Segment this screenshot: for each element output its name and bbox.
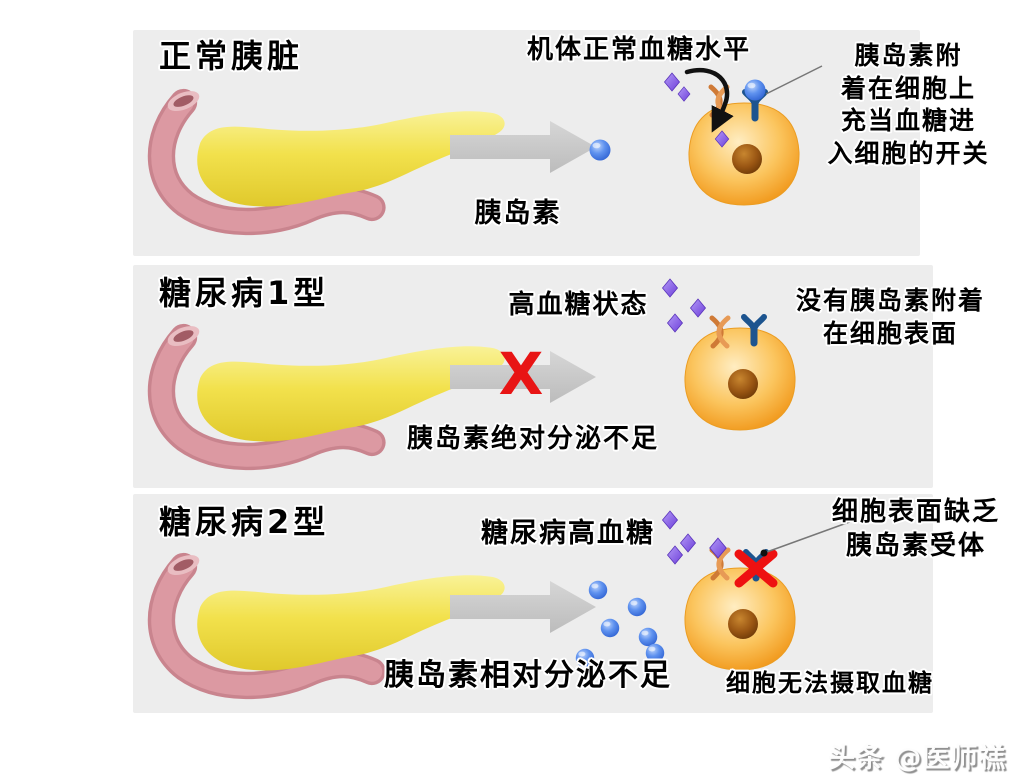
glucose-icon	[667, 313, 683, 333]
glucose-icon	[664, 72, 680, 92]
panel3-cell-note: 细胞无法摄取血糖	[726, 669, 934, 697]
insulin-icon	[589, 139, 611, 161]
panel-normal-pancreas: 正常胰脏 机体正常血糖水平 胰岛素 胰岛素附 着在细胞上 充当血糖进 入细胞的开…	[133, 30, 988, 256]
panel2-annotation: 没有胰岛素附着 在细胞表面	[795, 286, 985, 348]
watermark: 头条 @医师禚	[828, 743, 1007, 774]
panel-type1-diabetes: X 糖尿病1型 高血糖状态 胰岛素绝对分泌不足 没有胰岛素附着 在细胞表面	[133, 265, 983, 488]
insulin-icon	[600, 618, 620, 638]
panel2-title: 糖尿病1型	[159, 274, 330, 312]
receptor-blocked-x-icon	[734, 549, 778, 588]
panel3-annotation: 细胞表面缺乏 胰岛素受体	[831, 497, 1000, 561]
panel2-top-label: 高血糖状态	[508, 290, 649, 320]
body-cell	[688, 102, 800, 206]
annotation-pointer-line	[763, 519, 856, 554]
panel3-top-label: 糖尿病高血糖	[481, 518, 655, 549]
glucose-icon	[680, 533, 696, 553]
insulin-icon	[627, 597, 647, 617]
panel3-artwork	[133, 510, 856, 713]
annotation-pointer-line	[765, 65, 823, 95]
panel3-title: 糖尿病2型	[159, 503, 330, 541]
glucose-icon	[667, 545, 683, 565]
body-cell	[684, 327, 796, 431]
panel3-bottom-label: 胰岛素相对分泌不足	[384, 658, 672, 693]
panel1-insulin-label: 胰岛素	[474, 198, 562, 229]
panel1-annotation: 胰岛素附 着在细胞上 充当血糖进 入细胞的开关	[827, 41, 990, 168]
panel1-title: 正常胰脏	[159, 37, 304, 75]
panel2-bottom-label: 胰岛素绝对分泌不足	[406, 424, 659, 454]
panel1-artwork	[133, 65, 823, 256]
insulin-icon	[638, 627, 658, 647]
annotation-pointer-dot	[760, 549, 768, 557]
glucose-entry-arrow	[684, 68, 734, 133]
glucose-icon	[690, 298, 706, 318]
insulin-on-receptor-icon	[744, 79, 766, 101]
panel-type2-diabetes: 糖尿病2型 糖尿病高血糖 胰岛素相对分泌不足 细胞表面缺乏 胰岛素受体 细胞无法…	[133, 494, 998, 713]
blocked-secretion-x-mark: X	[498, 340, 544, 408]
insulin-icon	[588, 580, 608, 600]
glucose-icon	[677, 86, 691, 102]
panel1-top-label: 机体正常血糖水平	[526, 35, 751, 65]
